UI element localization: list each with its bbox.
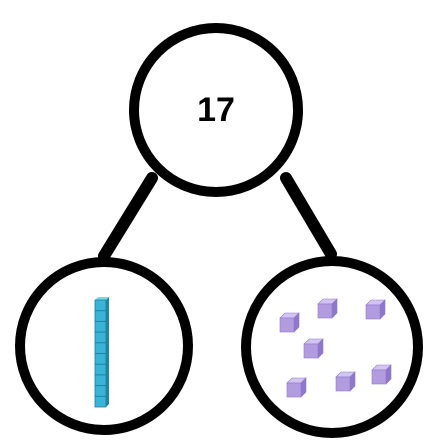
- unit-cube-front: [317, 303, 333, 319]
- unit-cube-front: [303, 343, 319, 359]
- unit-cube: [317, 298, 338, 319]
- connector-line-left: [98, 172, 158, 262]
- part-node-tens: [15, 257, 193, 435]
- unit-cube-front: [286, 382, 302, 398]
- ten-rod-top: [95, 297, 109, 300]
- part-node-ones: [241, 256, 423, 438]
- unit-cube: [365, 299, 386, 320]
- ten-rod: [94, 297, 109, 408]
- unit-cubes-group: [279, 298, 392, 398]
- ten-rod-side: [106, 297, 109, 407]
- part-circle-ones: [241, 256, 423, 438]
- unit-cube: [286, 377, 307, 398]
- unit-cube: [371, 364, 392, 385]
- connector-line-right: [280, 172, 337, 260]
- unit-cube-front: [371, 369, 387, 385]
- whole-circle: [129, 23, 303, 197]
- unit-cube-front: [365, 304, 381, 320]
- unit-cube: [279, 312, 300, 333]
- unit-cube-front: [335, 376, 351, 392]
- unit-cube-front: [279, 317, 295, 333]
- whole-node: 17: [129, 23, 303, 197]
- whole-value: 17: [197, 91, 235, 129]
- unit-cube: [303, 338, 324, 359]
- unit-cube: [335, 371, 356, 392]
